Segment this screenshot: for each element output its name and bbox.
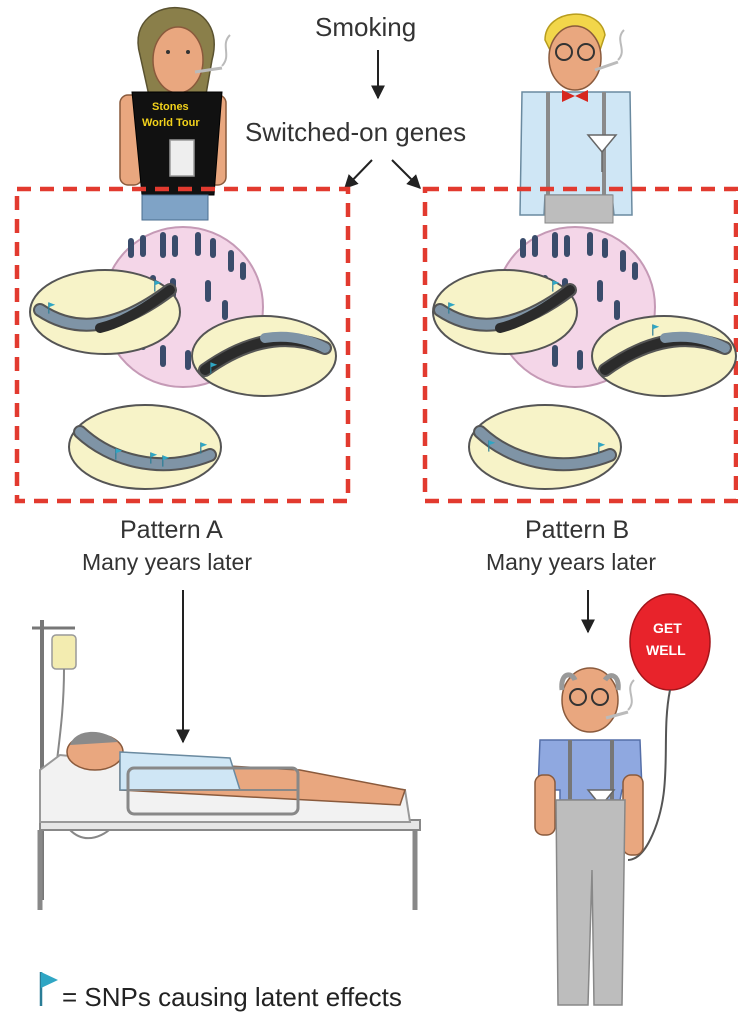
snp-flag-icon	[41, 972, 58, 1006]
arrow-genes-to-b	[392, 160, 420, 188]
healthy-elderly-man: GET WELL	[535, 594, 710, 1005]
pattern-b-label: Pattern B	[525, 516, 629, 545]
shirt-text-2: World Tour	[142, 117, 200, 129]
young-smoker-bartender	[520, 14, 632, 223]
pattern-b-subtitle: Many years later	[486, 549, 656, 576]
shirt-text-1: Stones	[152, 101, 189, 113]
chromosome-zoom-a3	[69, 405, 221, 489]
switched-on-genes-label: Switched-on genes	[245, 117, 466, 148]
pattern-a-panel	[17, 189, 348, 501]
smoking-label: Smoking	[315, 12, 416, 43]
chromosome-zoom-b1	[433, 270, 577, 354]
pattern-a-subtitle: Many years later	[82, 549, 252, 576]
chromosome-zoom-b3	[469, 405, 621, 489]
hospital-bed-patient	[32, 620, 420, 910]
pattern-b-panel	[425, 189, 736, 501]
iv-bag	[52, 635, 76, 669]
arrow-genes-to-a	[345, 160, 372, 188]
balloon-text-1: GET	[653, 620, 682, 636]
chromosome-zoom-a2	[192, 316, 336, 396]
chromosome-zoom-b2	[592, 316, 736, 396]
chromosome-zoom-a1	[30, 270, 180, 354]
pattern-a-label: Pattern A	[120, 516, 223, 545]
balloon-text-2: WELL	[646, 642, 686, 658]
legend-text: = SNPs causing latent effects	[62, 982, 402, 1013]
